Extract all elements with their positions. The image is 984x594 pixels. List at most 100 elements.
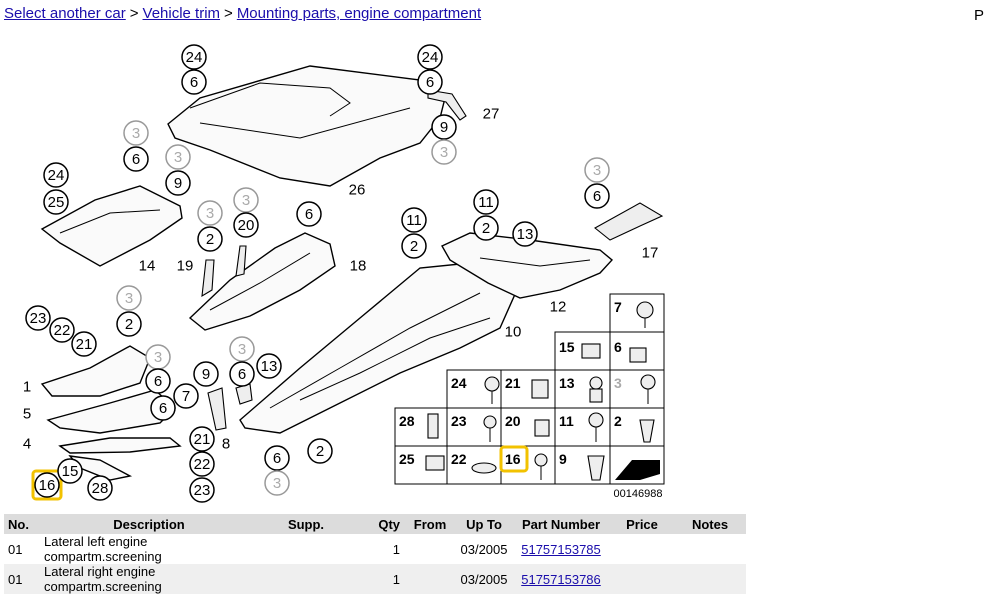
small-parts-grid	[394, 293, 665, 485]
callout-9[interactable]: 9	[431, 114, 457, 140]
callout-2[interactable]: 2	[473, 215, 499, 241]
grid-label-16[interactable]: 16	[505, 451, 521, 467]
callout-6[interactable]: 6	[181, 69, 207, 95]
grid-label-15[interactable]: 15	[559, 339, 575, 355]
callout-22[interactable]: 22	[49, 317, 75, 343]
label-12[interactable]: 12	[550, 299, 567, 316]
col-notes[interactable]: Notes	[674, 514, 746, 534]
callout-23[interactable]: 23	[25, 305, 51, 331]
grid-label-20[interactable]: 20	[505, 413, 521, 429]
label-17[interactable]: 17	[642, 245, 659, 262]
col-from[interactable]: From	[404, 514, 456, 534]
col-price[interactable]: Price	[610, 514, 674, 534]
col-supp[interactable]: Supp.	[258, 514, 354, 534]
grid-label-13[interactable]: 13	[559, 375, 575, 391]
grid-label-22[interactable]: 22	[451, 451, 467, 467]
col-up-to[interactable]: Up To	[456, 514, 512, 534]
label-18[interactable]: 18	[350, 258, 367, 275]
callout-23[interactable]: 23	[189, 477, 215, 503]
label-8[interactable]: 8	[222, 436, 230, 453]
callout-2[interactable]: 2	[307, 438, 333, 464]
callout-16[interactable]: 16	[34, 472, 60, 498]
label-4[interactable]: 4	[23, 436, 31, 453]
callout-24[interactable]: 24	[417, 44, 443, 70]
col-no[interactable]: No.	[4, 514, 40, 534]
col-part-number[interactable]: Part Number	[512, 514, 610, 534]
grid-label-6[interactable]: 6	[614, 339, 622, 355]
col-description[interactable]: Description	[40, 514, 258, 534]
breadcrumb-mounting-parts-link[interactable]: Mounting parts, engine compartment	[236, 5, 482, 22]
label-26[interactable]: 26	[349, 182, 366, 199]
part-number-link[interactable]: 51757153786	[521, 571, 601, 587]
callout-7[interactable]: 7	[173, 383, 199, 409]
callout-6[interactable]: 6	[264, 445, 290, 471]
cell-notes	[674, 534, 746, 564]
callout-2[interactable]: 2	[116, 311, 142, 337]
callout-2[interactable]: 2	[401, 233, 427, 259]
grid-label-9[interactable]: 9	[559, 451, 567, 467]
callout-9[interactable]: 9	[193, 361, 219, 387]
callout-3[interactable]: 3	[431, 139, 457, 165]
callout-20[interactable]: 20	[233, 212, 259, 238]
callout-2[interactable]: 2	[197, 226, 223, 252]
callout-13[interactable]: 13	[512, 221, 538, 247]
label-10[interactable]: 10	[505, 324, 522, 341]
callout-3[interactable]: 3	[264, 470, 290, 496]
cell-description: Lateral left engine compartm.screening	[44, 534, 162, 564]
grid-label-23[interactable]: 23	[451, 413, 467, 429]
callout-21[interactable]: 21	[189, 426, 215, 452]
callout-24[interactable]: 24	[43, 162, 69, 188]
svg-text:3: 3	[242, 192, 250, 209]
cell-supp	[258, 564, 354, 594]
label-14[interactable]: 14	[139, 258, 156, 275]
part-8-bracket	[207, 387, 227, 431]
callout-6[interactable]: 6	[229, 361, 255, 387]
svg-text:11: 11	[478, 194, 494, 211]
label-5[interactable]: 5	[23, 406, 31, 423]
label-1[interactable]: 1	[23, 379, 31, 396]
callout-21[interactable]: 21	[71, 331, 97, 357]
col-qty[interactable]: Qty	[354, 514, 404, 534]
grid-label-25[interactable]: 25	[399, 451, 415, 467]
callout-6[interactable]: 6	[145, 368, 171, 394]
callout-3[interactable]: 3	[229, 336, 255, 362]
callout-6[interactable]: 6	[123, 146, 149, 172]
callout-28[interactable]: 28	[87, 475, 113, 501]
grid-label-7[interactable]: 7	[614, 299, 622, 315]
callout-3[interactable]: 3	[116, 285, 142, 311]
callout-3[interactable]: 3	[123, 120, 149, 146]
label-27[interactable]: 27	[483, 106, 500, 123]
grid-label-11[interactable]: 11	[559, 413, 574, 429]
grid-label-3[interactable]: 3	[614, 375, 622, 391]
callout-6[interactable]: 6	[417, 69, 443, 95]
svg-text:20: 20	[238, 217, 255, 234]
grid-label-24[interactable]: 24	[451, 375, 467, 391]
callout-6[interactable]: 6	[296, 201, 322, 227]
breadcrumb-select-car-link[interactable]: Select another car	[4, 5, 126, 22]
svg-text:22: 22	[194, 456, 211, 473]
label-19[interactable]: 19	[177, 258, 194, 275]
callout-15[interactable]: 15	[57, 458, 83, 484]
grid-label-21[interactable]: 21	[505, 375, 521, 391]
part-number-link[interactable]: 51757153785	[521, 541, 601, 557]
callout-3[interactable]: 3	[584, 157, 610, 183]
grid-label-2[interactable]: 2	[614, 413, 622, 429]
callout-24[interactable]: 24	[181, 44, 207, 70]
callout-9[interactable]: 9	[165, 170, 191, 196]
breadcrumb-vehicle-trim-link[interactable]: Vehicle trim	[142, 5, 221, 22]
callout-3[interactable]: 3	[145, 344, 171, 370]
callout-3[interactable]: 3	[165, 144, 191, 170]
svg-text:3: 3	[593, 162, 601, 179]
callout-3[interactable]: 3	[197, 200, 223, 226]
svg-text:6: 6	[132, 151, 140, 168]
callout-25[interactable]: 25	[43, 189, 69, 215]
callout-13[interactable]: 13	[256, 353, 282, 379]
callout-6[interactable]: 6	[150, 395, 176, 421]
grid-label-28[interactable]: 28	[399, 413, 415, 429]
callout-22[interactable]: 22	[189, 451, 215, 477]
callout-3[interactable]: 3	[233, 187, 259, 213]
callout-6[interactable]: 6	[584, 183, 610, 209]
callout-11[interactable]: 11	[473, 189, 499, 215]
table-row: 01 Lateral right engine compartm.screeni…	[4, 564, 746, 594]
callout-11[interactable]: 11	[401, 207, 427, 233]
